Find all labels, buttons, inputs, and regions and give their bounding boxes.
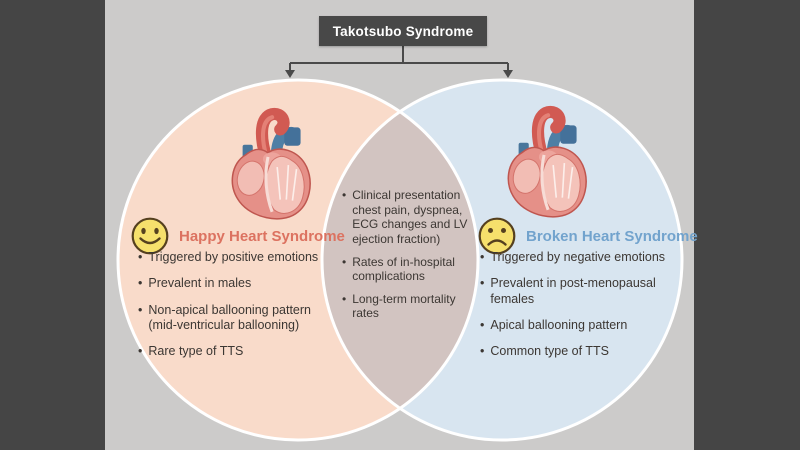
bullet-icon: • xyxy=(342,188,347,202)
sad-face-icon xyxy=(478,217,516,255)
list-item-text: Apical ballooning pattern xyxy=(490,317,628,332)
list-item: • Long-term mortality rates xyxy=(342,292,474,321)
bullet-icon: • xyxy=(480,276,485,291)
list-item-text: Triggered by negative emotions xyxy=(490,250,666,264)
list-item-text: Rare type of TTS xyxy=(148,344,244,358)
list-item: • Triggered by negative emotions xyxy=(480,250,705,265)
list-item-text: Triggered by positive emotions xyxy=(148,250,319,264)
bullet-icon: • xyxy=(342,291,347,306)
arrowhead-left-icon xyxy=(285,70,295,78)
list-item: • Prevalent in males xyxy=(138,276,353,291)
shared-features-list: • Clinical presentation chest pain, dysp… xyxy=(342,188,474,329)
happy-face-icon xyxy=(131,217,169,255)
broken-heart-list: • Triggered by negative emotions • Preva… xyxy=(480,250,705,370)
broken-circle-outline xyxy=(320,78,684,442)
bullet-icon: • xyxy=(138,250,143,264)
bullet-icon: • xyxy=(480,250,485,264)
arrowhead-right-icon xyxy=(503,70,513,78)
list-item-text: Common type of TTS xyxy=(490,344,609,358)
happy-heart-title: Happy Heart Syndrome xyxy=(179,227,345,245)
list-item: • Apical ballooning pattern xyxy=(480,318,705,333)
list-item: • Rates of in-hospital complications xyxy=(342,255,474,284)
overlap-region xyxy=(322,80,478,440)
connector-lines xyxy=(289,46,509,71)
list-item: • Prevalent in post-menopausal females xyxy=(480,276,705,307)
list-item-text: Rates of in-hospital complications xyxy=(352,254,455,284)
list-item: • Rare type of TTS xyxy=(138,344,353,359)
diagram-title-box: Takotsubo Syndrome xyxy=(319,16,487,46)
list-item-text: Non-apical ballooning pattern (mid-ventr… xyxy=(148,302,312,332)
bullet-icon: • xyxy=(138,302,143,317)
happy-heart-list: • Triggered by positive emotions • Preva… xyxy=(138,250,353,370)
list-item: • Triggered by positive emotions xyxy=(138,250,353,265)
bullet-icon: • xyxy=(480,344,485,358)
broken-heart-title: Broken Heart Syndrome xyxy=(526,227,698,245)
bullet-icon: • xyxy=(480,317,485,332)
list-item-text: Long-term mortality rates xyxy=(352,291,456,321)
broken-heart-heading: Broken Heart Syndrome xyxy=(477,216,698,256)
diagram-title: Takotsubo Syndrome xyxy=(332,23,474,39)
list-item: • Non-apical ballooning pattern (mid-ven… xyxy=(138,303,353,334)
list-item-text: Clinical presentation chest pain, dyspne… xyxy=(352,188,468,246)
bullet-icon: • xyxy=(138,276,143,291)
list-item: • Clinical presentation chest pain, dysp… xyxy=(342,188,474,247)
diagram-canvas: Takotsubo Syndrome Happy Heart Syndrome … xyxy=(105,0,698,450)
bullet-icon: • xyxy=(138,344,143,358)
list-item-text: Prevalent in males xyxy=(148,276,252,291)
venn-diagram xyxy=(116,46,684,442)
happy-heart-heading: Happy Heart Syndrome xyxy=(130,216,345,256)
list-item: • Common type of TTS xyxy=(480,344,705,359)
bullet-icon: • xyxy=(342,254,347,269)
happy-circle-outline xyxy=(116,78,480,442)
list-item-text: Prevalent in post-menopausal females xyxy=(490,276,656,306)
